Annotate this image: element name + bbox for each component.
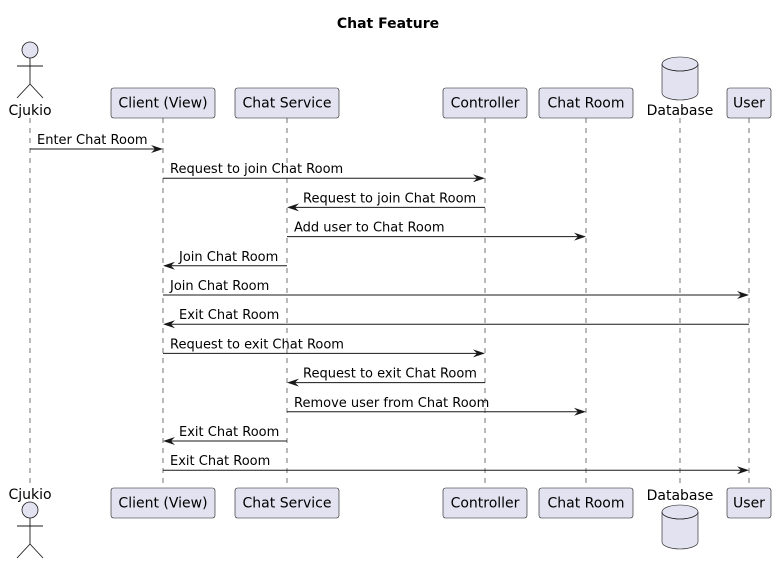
message-9: Request to exit Chat Room <box>287 367 485 387</box>
actor-leg-left <box>16 83 31 99</box>
participant-label: User <box>733 496 765 512</box>
actor-leg-right <box>29 543 44 559</box>
diagram-title: Chat Feature <box>337 16 439 32</box>
participant-label: Chat Room <box>547 496 624 512</box>
participant-label: Cjukio <box>8 487 51 503</box>
participant-label: Chat Service <box>243 496 332 512</box>
participant-box <box>110 87 216 119</box>
participant-label: Cjukio <box>8 103 51 119</box>
actor-leg-right <box>29 83 44 99</box>
participant-box <box>726 487 772 519</box>
actor-cjukio-bottom: Cjukio <box>8 487 52 559</box>
arrow-head-icon <box>287 203 299 212</box>
message-label: Exit Chat Room <box>179 308 279 323</box>
arrow-head-icon <box>473 174 485 183</box>
participant-controller-top: Controller <box>442 87 528 119</box>
message-label: Request to join Chat Room <box>170 162 343 177</box>
message-label: Exit Chat Room <box>179 425 279 440</box>
participant-label: User <box>733 96 765 112</box>
database-database-top: Database <box>647 56 714 119</box>
participant-label: Chat Service <box>243 96 332 112</box>
participants-top: Cjukio Client (View) Chat Service Controlle… <box>8 41 772 119</box>
participant-chat-service-top: Chat Service <box>234 87 340 119</box>
arrow-head-icon <box>163 261 175 270</box>
arrow-head-icon <box>151 145 163 153</box>
arrow-head-icon <box>473 349 485 358</box>
participant-user-bottom: User <box>726 487 772 519</box>
participant-client-bottom: Client (View) <box>110 487 216 519</box>
arrow-head-icon <box>737 291 749 299</box>
message-12: Exit Chat Room <box>163 454 749 475</box>
message-5: Join Chat Room <box>163 250 287 270</box>
actor-head-icon <box>21 41 39 59</box>
participant-chat-service-bottom: Chat Service <box>234 487 340 519</box>
arrow-head-icon <box>737 466 749 475</box>
participant-controller-bottom: Controller <box>442 487 528 519</box>
actor-cjukio-top: Cjukio <box>8 41 52 119</box>
participant-label: Database <box>647 488 714 504</box>
message-label: Join Chat Room <box>169 279 269 294</box>
participant-box <box>110 487 216 519</box>
message-8: Request to exit Chat Room <box>163 337 485 358</box>
database-cylinder-rim <box>661 63 699 72</box>
message-10: Remove user from Chat Room <box>287 396 586 416</box>
participant-box <box>234 487 340 519</box>
participant-label: Database <box>647 103 714 119</box>
message-6: Join Chat Room <box>163 279 749 299</box>
message-label: Request to exit Chat Room <box>170 337 344 352</box>
message-label: Remove user from Chat Room <box>294 396 489 411</box>
message-label: Request to join Chat Room <box>303 191 476 206</box>
database-cylinder-icon <box>661 511 699 550</box>
message-7: Exit Chat Room <box>163 308 749 329</box>
participant-box <box>234 87 340 119</box>
database-database-bottom: Database <box>647 488 714 550</box>
message-label: Exit Chat Room <box>170 454 270 469</box>
message-3: Request to join Chat Room <box>287 191 485 212</box>
participant-chat-room-bottom: Chat Room <box>538 487 634 519</box>
arrow-head-icon <box>574 232 586 241</box>
participant-label: Controller <box>451 96 520 112</box>
actor-leg-left <box>16 543 31 559</box>
arrow-head-icon <box>163 437 175 445</box>
participant-label: Client (View) <box>118 96 207 112</box>
participant-box <box>538 87 634 119</box>
participant-box <box>538 487 634 519</box>
participant-client-top: Client (View) <box>110 87 216 119</box>
message-1: Enter Chat Room <box>30 133 163 153</box>
arrow-head-icon <box>574 407 586 416</box>
participant-label: Client (View) <box>118 496 207 512</box>
message-label: Join Chat Room <box>178 250 278 265</box>
message-label: Request to exit Chat Room <box>303 367 477 382</box>
participant-box <box>726 87 772 119</box>
database-cylinder-rim <box>661 511 699 520</box>
message-label: Add user to Chat Room <box>294 221 445 236</box>
participant-label: Chat Room <box>547 96 624 112</box>
participant-box <box>442 487 528 519</box>
message-2: Request to join Chat Room <box>163 162 485 183</box>
participant-label: Controller <box>451 496 520 512</box>
participant-user-top: User <box>726 87 772 119</box>
arrow-head-icon <box>163 320 175 329</box>
database-cylinder-icon <box>661 63 699 101</box>
participant-box <box>442 87 528 119</box>
message-11: Exit Chat Room <box>163 425 287 445</box>
message-label: Enter Chat Room <box>37 133 148 148</box>
actor-head-icon <box>21 501 39 519</box>
lifelines <box>29 118 750 488</box>
participant-chat-room-top: Chat Room <box>538 87 634 119</box>
arrow-head-icon <box>287 378 299 387</box>
message-4: Add user to Chat Room <box>287 221 586 241</box>
